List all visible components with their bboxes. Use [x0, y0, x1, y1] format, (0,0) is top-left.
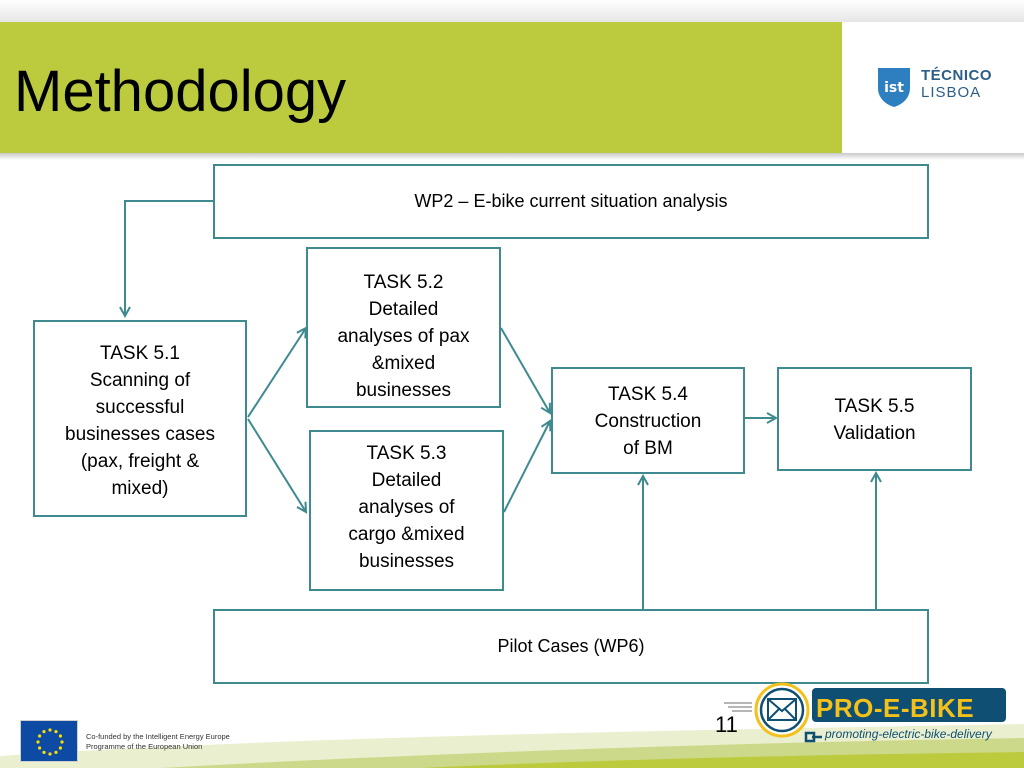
- ist-logo-icon: ist: [878, 68, 910, 107]
- arrow-task51-to-task52: [247, 328, 306, 418]
- brand-tagline: promoting-electric-bike-delivery: [825, 727, 992, 741]
- box-task55: TASK 5.5 Validation: [777, 367, 972, 471]
- box-task51: TASK 5.1 Scanning of successful business…: [33, 320, 247, 517]
- box-task53-label: TASK 5.3 Detailed analyses of cargo &mix…: [348, 443, 465, 572]
- footer-swoosh: [0, 724, 1024, 768]
- logo-panel: [842, 22, 1024, 153]
- box-task53: TASK 5.3 Detailed analyses of cargo &mix…: [309, 430, 504, 591]
- pro-e-bike-logo-icon: [754, 682, 1006, 743]
- ist-logo-mark: ist: [884, 80, 904, 96]
- eu-flag-icon: [20, 720, 78, 762]
- slide-title: Methodology: [14, 59, 347, 124]
- box-task55-label: TASK 5.5 Validation: [833, 396, 916, 444]
- arrow-task52-to-task54: [500, 327, 550, 413]
- box-task52: TASK 5.2 Detailed analyses of pax &mixed…: [306, 247, 501, 408]
- arrow-wp2-to-task51: [125, 200, 214, 316]
- box-wp2: WP2 – E-bike current situation analysis: [213, 164, 929, 239]
- arrow-task53-to-task54: [503, 421, 550, 513]
- eu-funding-text: Co-funded by the Intelligent Energy Euro…: [86, 732, 230, 751]
- header-shadow: [0, 153, 1024, 160]
- box-task54-label: TASK 5.4 Construction of BM: [594, 384, 702, 459]
- box-pilot-cases: Pilot Cases (WP6): [213, 609, 929, 684]
- box-task52-label: TASK 5.2 Detailed analyses of pax &mixed…: [337, 272, 470, 401]
- speed-lines-icon: [724, 702, 752, 712]
- page-number: 11: [715, 712, 738, 737]
- logo-text-tecnico: TÉCNICO: [921, 67, 992, 84]
- box-task54: TASK 5.4 Construction of BM: [551, 367, 745, 474]
- box-wp2-label: WP2 – E-bike current situation analysis: [414, 191, 728, 211]
- logo-text-lisboa: LISBOA: [921, 84, 982, 101]
- box-task51-label: TASK 5.1 Scanning of successful business…: [65, 343, 215, 499]
- arrow-task51-to-task53: [247, 418, 306, 512]
- box-pilot-cases-label: Pilot Cases (WP6): [497, 636, 645, 656]
- brand-name: PRO-E-BIKE: [816, 693, 975, 723]
- top-strip: [0, 0, 1024, 22]
